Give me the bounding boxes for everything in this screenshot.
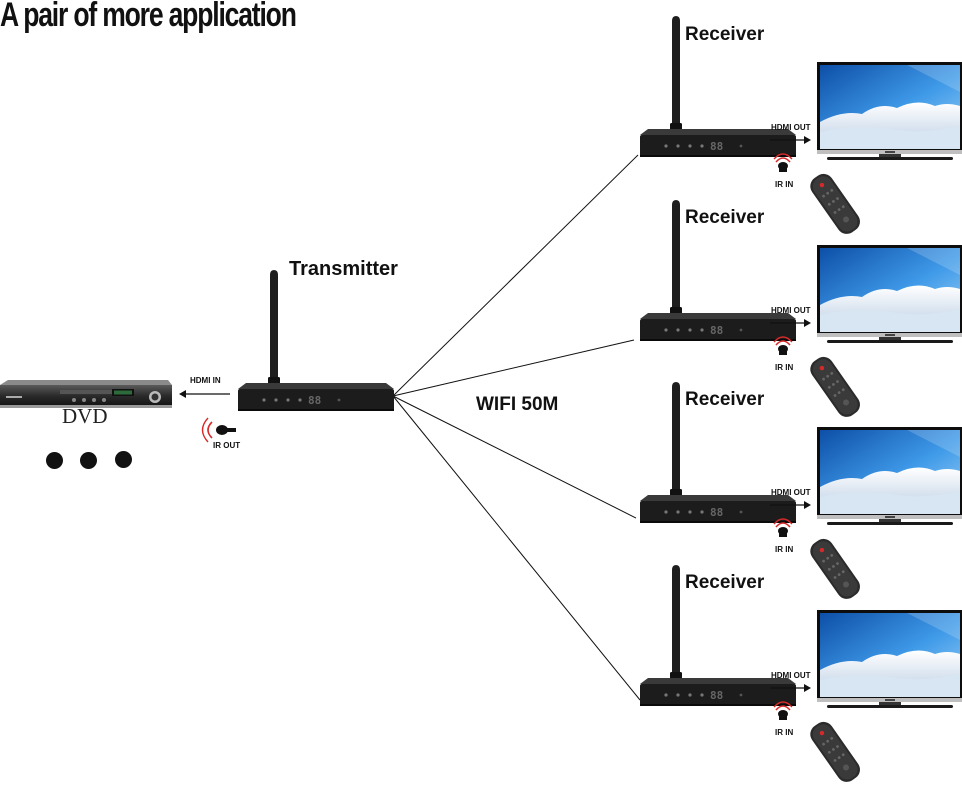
receiver-2 [640,200,962,421]
receiver-1-ir-in-label: IR IN [775,180,794,189]
receiver-4-ir-in-label: IR IN [775,728,794,737]
wifi-link-receiver-3 [392,395,637,519]
transmitter-label: Transmitter [289,258,398,280]
receiver-2-hdmi-out-label: HDMI OUT [771,306,811,315]
receiver-3-ir-in-label: IR IN [775,545,794,554]
remote-control-icon [806,169,864,238]
receiver-1-hdmi-out-label: HDMI OUT [771,123,811,132]
wifi-link-receiver-1 [392,154,639,397]
tv-display-icon [817,245,962,343]
dvd-label: DVD [62,404,108,428]
tv-display-icon [817,62,962,160]
receiver-1-label: Receiver [685,24,765,45]
ellipsis-dot [115,451,132,468]
wifi-link-label: WIFI 50M [476,394,559,415]
receiver-4 [640,565,962,786]
tv-display-icon [817,610,962,708]
wifi-link-receiver-2 [392,339,635,397]
receiver-3-label: Receiver [685,389,765,410]
receiver-1 [640,16,962,238]
transmitter-device [238,270,394,411]
receiver-4-label: Receiver [685,572,765,593]
ellipsis-dot [46,452,63,469]
tv-display-icon [817,427,962,525]
receiver-3 [640,382,962,603]
hdmi-in-arrow [179,390,230,398]
ir-out-emitter-icon [201,417,236,443]
diagram-title: A pair of more application [0,0,297,34]
receiver-2-ir-in-label: IR IN [775,363,794,372]
receiver-4-hdmi-out-label: HDMI OUT [771,671,811,680]
wifi-links [392,154,641,701]
receiver-3-hdmi-out-label: HDMI OUT [771,488,811,497]
hdmi-in-label: HDMI IN [190,376,221,385]
remote-control-icon [806,717,864,786]
dvd-player [0,380,172,408]
ellipsis-dot [80,452,97,469]
ir-out-label: IR OUT [213,441,241,450]
remote-control-icon [806,534,864,603]
receiver-2-label: Receiver [685,207,765,228]
wifi-link-receiver-4 [392,395,641,701]
remote-control-icon [806,352,864,421]
